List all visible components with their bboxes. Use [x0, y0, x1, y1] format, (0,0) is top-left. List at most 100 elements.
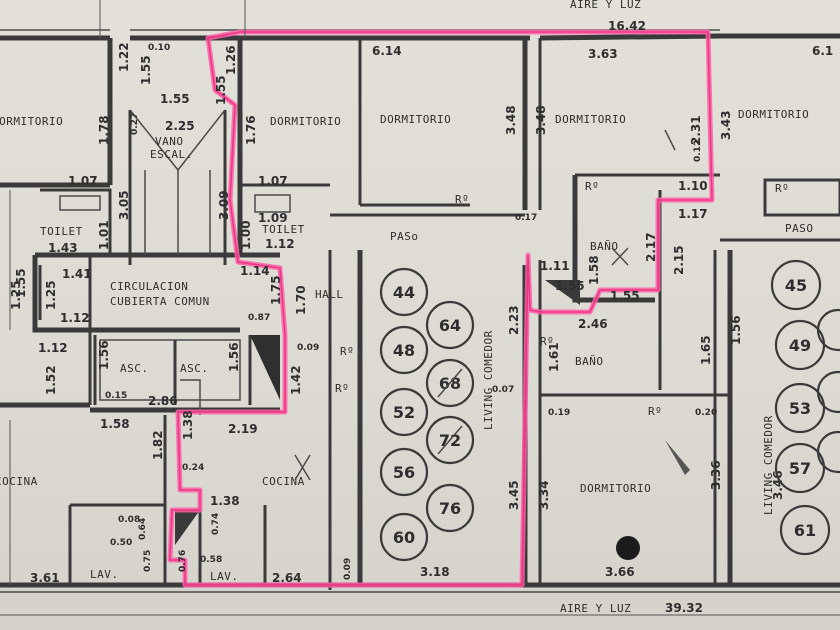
dim-155d: 1.55	[610, 289, 640, 303]
dim-126: 1.26	[224, 45, 238, 75]
unit-circle	[379, 447, 429, 497]
dim-336: 3.36	[709, 460, 723, 490]
dim-361: 3.61	[30, 571, 60, 585]
unit-circle-number: 56	[393, 463, 415, 482]
unit-circle-number: 49	[789, 336, 811, 355]
room-label-r1: Rº	[455, 193, 469, 206]
dim-158: 1.58	[587, 255, 601, 285]
unit-circle-number: 60	[393, 528, 415, 547]
dim-058: 0.58	[200, 555, 222, 565]
room-label-r6: Rº	[648, 405, 662, 418]
room-label-r7: Rº	[540, 335, 554, 348]
room-label-asc2: ASC.	[180, 362, 209, 375]
unit-circle-partial	[816, 308, 840, 352]
unit-circle	[774, 442, 826, 494]
unit-circle	[774, 382, 826, 434]
room-label-bano2: BAÑO	[575, 355, 604, 368]
dim-010: 0.10	[148, 43, 170, 53]
punch-hole-icon	[616, 536, 640, 560]
room-label-dorm-bottom: DORMITORIO	[580, 482, 651, 495]
room-label-living-r: LIVING COMEDOR	[762, 415, 775, 515]
unit-circle-number: 64	[439, 316, 461, 335]
dim-125a: 1.25	[44, 280, 58, 310]
unit-circle-number: 52	[393, 403, 415, 422]
dim-3932: 39.32	[665, 601, 703, 615]
room-label-bano1: BAÑO	[590, 240, 619, 253]
dim-138a: 1.38	[181, 410, 195, 440]
dim-334: 3.34	[537, 480, 551, 510]
room-label-r4: Rº	[340, 345, 354, 358]
dim-264: 2.64	[272, 571, 302, 585]
room-label-escal: ESCAL.	[150, 148, 193, 161]
dim-318: 3.18	[420, 565, 450, 579]
room-label-dorm-r: DORMITORIO	[738, 108, 809, 121]
room-label-vano: VANO	[155, 135, 184, 148]
unit-circle	[425, 358, 475, 408]
dimension-lines	[0, 0, 840, 616]
dim-008: 0.08	[118, 515, 140, 525]
dim-348a: 3.48	[504, 105, 518, 135]
unit-circle-number: 44	[393, 283, 415, 302]
unit-circle-number: 45	[785, 276, 807, 295]
dim-156b: 1.56	[227, 342, 241, 372]
unit-circle-number: 57	[789, 459, 811, 478]
dim-152: 1.52	[44, 365, 58, 395]
unit-circle-number: 53	[789, 399, 811, 418]
dim-142: 1.42	[289, 365, 303, 395]
dim-138b: 1.38	[210, 494, 240, 508]
unit-circle	[425, 415, 475, 465]
dim-165: 1.65	[699, 335, 713, 365]
room-label-r3: Rº	[775, 182, 789, 195]
strike-mark	[437, 425, 463, 455]
dim-309: 3.09	[217, 190, 231, 220]
dim-064: 0.64	[138, 518, 148, 540]
unit-outline-highlight	[167, 29, 715, 588]
dim-161: 1.61	[547, 342, 561, 372]
room-labels: DORMITORIO VANO ESCAL. DORMITORIO DORMIT…	[0, 0, 813, 615]
dim-020: 0.20	[695, 408, 717, 418]
room-label-asc1: ASC.	[120, 362, 149, 375]
dim-178: 1.78	[97, 115, 111, 145]
dim-141: 1.41	[62, 267, 92, 281]
dim-110: 1.10	[678, 179, 708, 193]
dim-217: 2.17	[644, 232, 658, 262]
room-label-lav1: LAV.	[90, 568, 119, 581]
dim-050: 0.50	[110, 538, 132, 548]
dim-155b: 1.55	[160, 92, 190, 106]
dim-101: 1.01	[97, 220, 111, 250]
dim-170: 1.70	[294, 285, 308, 315]
dim-012: 0.12	[693, 140, 703, 162]
dim-225: 2.25	[165, 119, 195, 133]
dim-614: 6.14	[372, 44, 402, 58]
dim-345: 3.45	[507, 480, 521, 510]
room-label-dorm-c2: DORMITORIO	[380, 113, 451, 126]
dim-109: 1.09	[258, 211, 288, 225]
room-label-circ1: CIRCULACION	[110, 280, 188, 293]
dim-019: 0.19	[548, 408, 570, 418]
dim-112b: 1.12	[60, 311, 90, 325]
dim-155c: 1.55	[214, 75, 228, 105]
room-label-aire-bottom: AIRE Y LUZ	[560, 602, 631, 615]
dim-100: 1.00	[239, 220, 253, 250]
dim-346: 3.46	[771, 470, 785, 500]
dim-007: 0.07	[492, 385, 514, 395]
dim-176: 1.76	[244, 115, 258, 145]
room-label-dorm-c3: DORMITORIO	[555, 113, 626, 126]
dim-286: 2.86	[148, 394, 178, 408]
dim-114: 1.14	[240, 264, 270, 278]
unit-circle	[379, 267, 429, 317]
dim-246: 2.46	[578, 317, 608, 331]
room-label-circ2: CUBIERTA COMUN	[110, 295, 210, 308]
unit-circle	[379, 387, 429, 437]
unit-circle-number: 76	[439, 499, 461, 518]
dim-125b: 1.25	[9, 280, 23, 310]
dim-009: 0.09	[297, 343, 319, 353]
dim-009b: 0.09	[343, 558, 353, 580]
dim-219: 2.19	[228, 422, 258, 436]
dim-017: 0.17	[515, 213, 537, 223]
room-label-r5: Rº	[335, 382, 349, 395]
room-label-cocina-c: COCINA	[262, 475, 305, 488]
dim-112c: 1.12	[38, 341, 68, 355]
